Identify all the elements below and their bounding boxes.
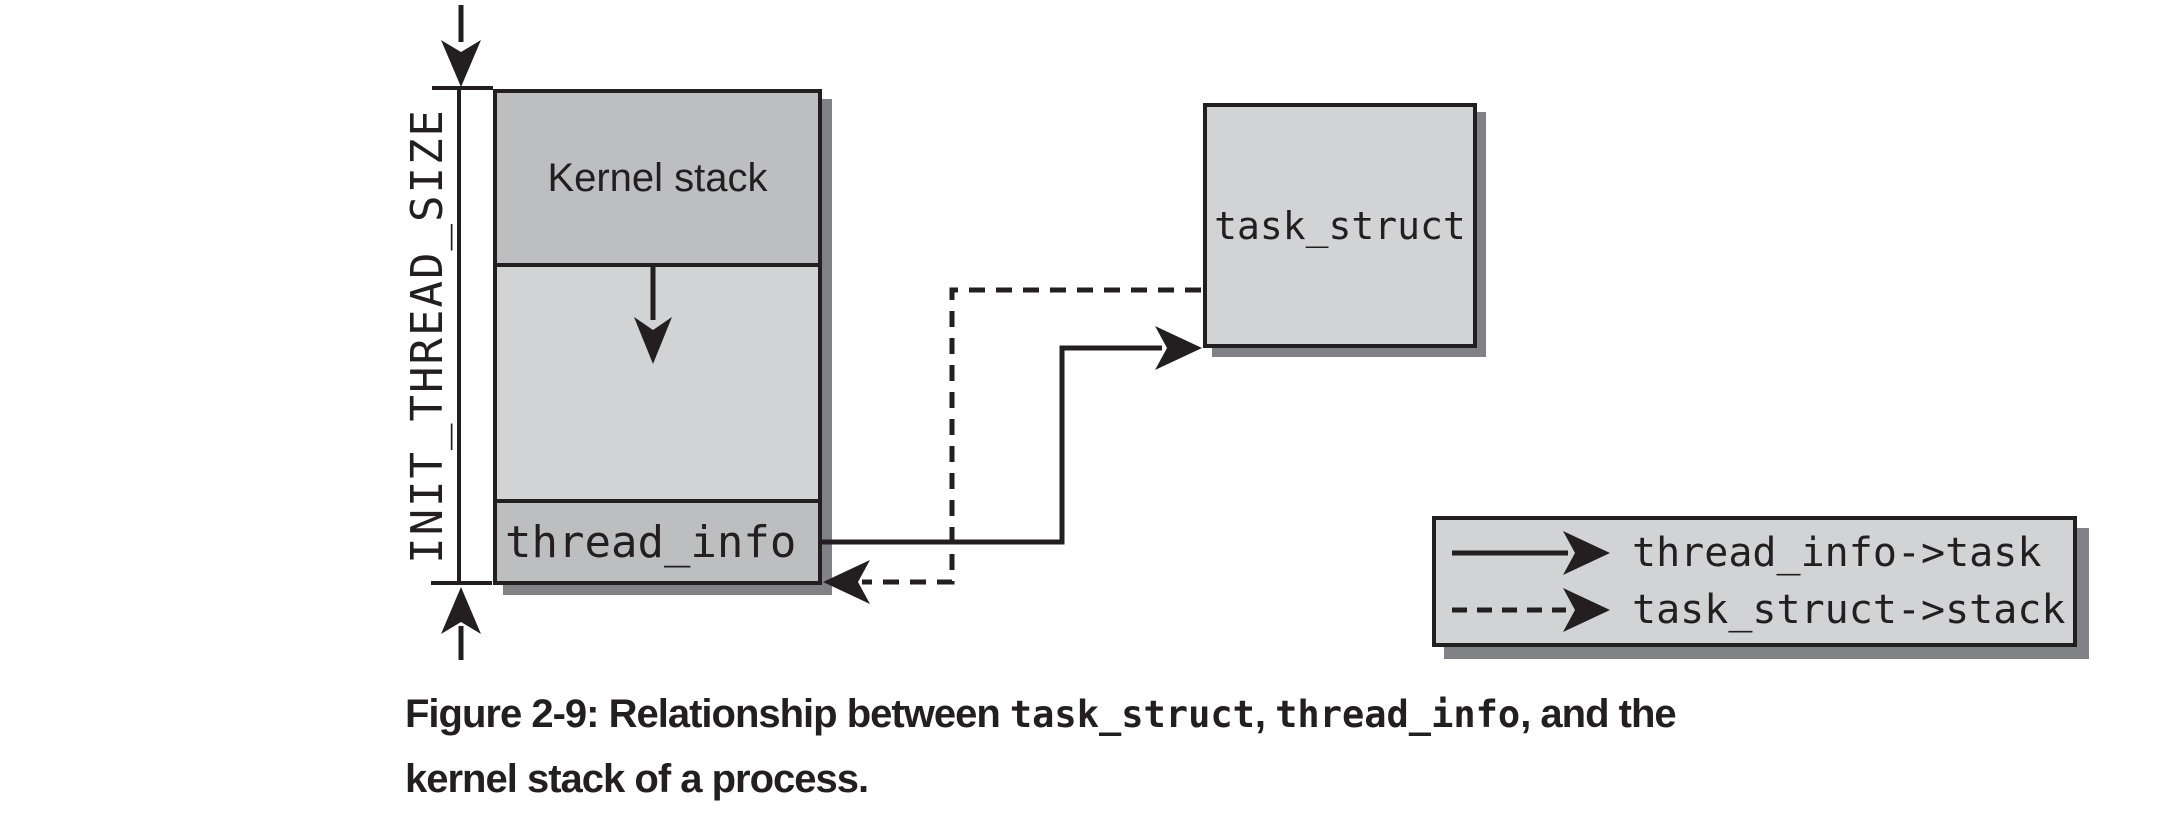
legend-row-thread-info-task: thread_info->task [1436,529,2073,577]
bottom-extent-arrow-icon [441,587,481,660]
caption-code-thread-info: thread_info [1275,693,1521,736]
stack-free-space-section [497,267,818,503]
task-struct-box: task_struct [1203,103,1477,348]
caption-code-task-struct: task_struct [1009,693,1255,736]
init-thread-size-label: INIT_THREAD_SIZE [402,108,453,564]
task-struct-label: task_struct [1214,203,1466,248]
thread-info-to-task-arrow [822,326,1202,545]
figure-caption: Figure 2-9: Relationship between task_st… [405,682,1905,811]
caption-line-1: Figure 2-9: Relationship between task_st… [405,682,1905,747]
caption-separator: , [1254,692,1276,736]
kernel-stack-section: Kernel stack [497,93,818,267]
thread-info-section: thread_info [497,503,818,581]
task-struct-to-stack-arrow [823,287,1201,604]
caption-line-2: kernel stack of a process. [405,757,869,801]
legend-row-task-struct-stack: task_struct->stack [1436,586,2073,634]
caption-text-end: , and the [1520,692,1676,736]
legend-label-task-struct-stack: task_struct->stack [1632,587,2066,634]
kernel-stack-box: Kernel stack thread_info [493,89,822,585]
dashed-arrow-icon [1452,588,1610,633]
thread-info-label: thread_info [505,516,797,568]
legend-box: thread_info->task task_struct->stack [1432,516,2077,647]
top-extent-arrow-icon [441,5,481,87]
legend-label-thread-info-task: thread_info->task [1632,529,2042,576]
kernel-stack-label: Kernel stack [547,155,768,200]
caption-text: Figure 2-9: Relationship between [405,692,1010,736]
solid-arrow-icon [1452,530,1610,575]
